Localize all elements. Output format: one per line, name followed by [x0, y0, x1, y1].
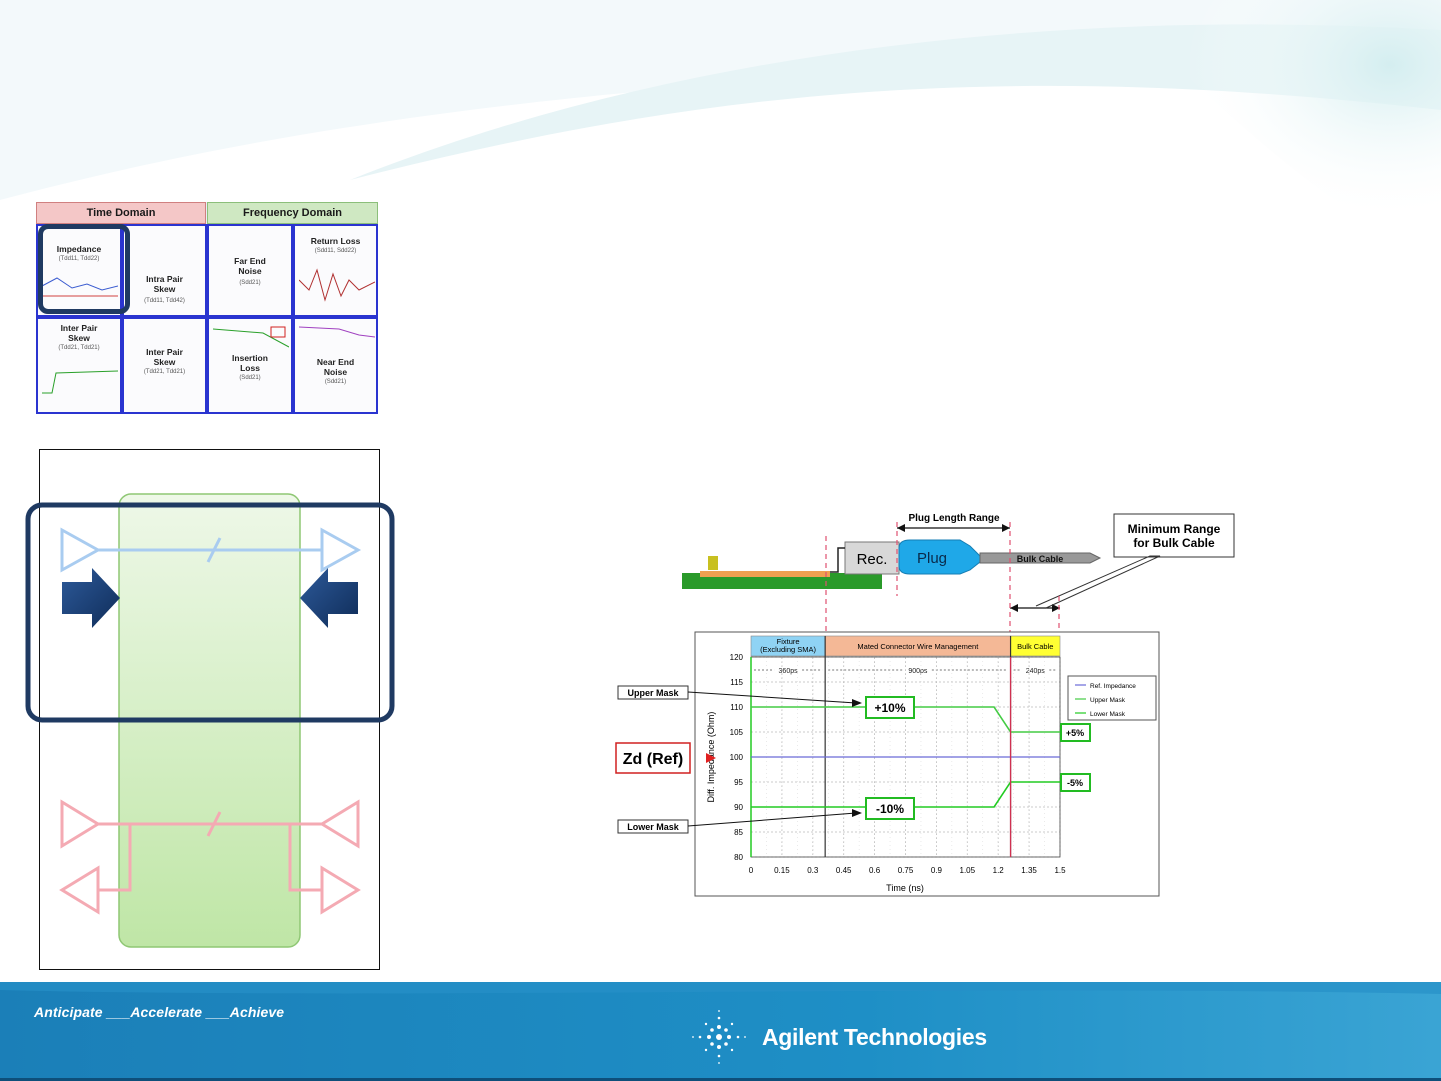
tx-blue-arrows [60, 527, 362, 573]
plus5-annotation: +5% [1066, 728, 1084, 738]
cell-sub: (Sdd21) [239, 280, 261, 286]
bulk-cable-label: Bulk Cable [1017, 554, 1064, 564]
time-domain-header: Time Domain [36, 202, 206, 224]
upper-mask-annotation: Upper Mask [627, 688, 679, 698]
chart-ticks: 0 0.15 0.3 0.45 0.6 0.75 0.9 1.05 1.2 1.35 1.5 80 85… [730, 653, 1066, 875]
cell-title: Intra Pair Skew [146, 274, 183, 294]
cell-sub: (Sdd11, Sdd22) [314, 248, 357, 254]
region-duration-2: 240ps [1026, 668, 1046, 675]
cell-title: Near End Noise [316, 357, 355, 377]
y-tick-label: 110 [730, 703, 743, 712]
cell-title: Impedance [56, 244, 102, 254]
minus5-annotation: -5% [1067, 778, 1083, 788]
x-tick-label: 0.6 [869, 866, 881, 875]
minimum-range-line2: for Bulk Cable [1133, 536, 1215, 550]
chart-annotations: Upper Mask Lower Mask Zd (Ref) +10% -10%… [615, 685, 1091, 834]
cell-title: Far End Noise [234, 256, 266, 276]
y-tick-label: 115 [730, 678, 743, 687]
right-block-arrow [62, 568, 120, 628]
lower-mask-annotation: Lower Mask [627, 822, 680, 832]
cell-sub: (Tdd21, Tdd21) [58, 345, 100, 351]
pcb-trace [700, 571, 830, 577]
insertion-loss-cell: Insertion Loss (Sdd21) [207, 317, 293, 414]
rec-box [844, 541, 900, 575]
return-loss-cell: Return Loss (Sdd11, Sdd22) [293, 224, 378, 317]
x-axis-label: Time (ns) [886, 883, 924, 893]
cell-title: Inter Pair Skew [146, 347, 183, 367]
x-tick-label: 0.3 [807, 866, 819, 875]
minimum-range-line1: Minimum Range [1128, 522, 1221, 536]
rec-label: Rec. [857, 551, 888, 568]
y-tick-label: 95 [734, 778, 743, 787]
y-tick-label: 105 [730, 728, 744, 737]
footer-bar [0, 982, 1441, 1081]
inter-pair-skew-cell-2: Inter Pair Skew (Tdd21, Tdd21) [122, 317, 207, 414]
impedance-highlight [38, 224, 130, 314]
cell-sub: (Sdd21) [324, 379, 347, 385]
legend-upper: Upper Mask [1090, 697, 1126, 704]
x-tick-label: 0.75 [898, 866, 914, 875]
rx-pink-arrows [59, 799, 361, 915]
minimum-range-box [1113, 513, 1235, 558]
x-tick-label: 0.45 [836, 866, 852, 875]
cell-title: Return Loss [310, 236, 361, 246]
region-label-0: Fixture [777, 637, 800, 646]
x-tick-label: 0.15 [774, 866, 790, 875]
cell-sub: (Tdd11, Tdd22) [58, 256, 100, 262]
plug-diagram: Rec. Plug Bulk Cable Plug Length Range M… [682, 513, 1235, 632]
impedance-region-highlight [25, 502, 395, 723]
sma-connector [708, 556, 718, 570]
plus10-annotation: +10% [874, 701, 905, 715]
x-tick-label: 1.5 [1054, 866, 1066, 875]
y-tick-label: 90 [734, 803, 743, 812]
cell-sub: (Tdd11, Tdd42) [144, 298, 185, 304]
region-duration-0: 360ps [779, 668, 799, 675]
impedance-mini-plot [42, 277, 118, 297]
test-matrix-thumbnail: Time Domain Frequency Domain Impedance (… [36, 202, 378, 414]
x-tick-label: 0 [749, 866, 754, 875]
region-label-2: Bulk Cable [1017, 642, 1053, 651]
zd-ref-annotation: Zd (Ref) [623, 751, 683, 768]
inter-pair-skew-cell-1: Inter Pair Skew (Tdd21, Tdd21) [36, 317, 122, 414]
insertion-mini-plot [213, 326, 289, 348]
y-tick-label: 85 [734, 828, 743, 837]
x-tick-label: 1.2 [993, 866, 1005, 875]
intra-pair-skew-cell: Intra Pair Skew (Tdd11, Tdd42) [122, 224, 207, 317]
near-end-mini-plot [299, 326, 375, 338]
plug-length-range-label: Plug Length Range [908, 513, 1000, 524]
near-end-noise-cell: Near End Noise (Sdd21) [293, 317, 378, 414]
x-tick-label: 1.05 [960, 866, 976, 875]
legend-ref: Ref. Impedance [1090, 683, 1136, 690]
region-label-1: Mated Connector Wire Management [857, 642, 979, 651]
y-tick-label: 80 [734, 853, 743, 862]
far-end-noise-cell: Far End Noise (Sdd21) [207, 224, 293, 317]
company-name: Agilent Technologies [762, 1024, 987, 1050]
y-tick-label: 120 [730, 653, 744, 662]
y-tick-label: 100 [730, 753, 744, 762]
cell-sub: (Tdd21, Tdd21) [143, 369, 186, 375]
chart-legend: Ref. Impedance Upper Mask Lower Mask [1067, 675, 1157, 721]
impedance-cell: Impedance (Tdd11, Tdd22) [36, 224, 122, 317]
plug-label: Plug [917, 550, 947, 567]
legend-lower: Lower Mask [1090, 711, 1126, 718]
tagline: Anticipate ___Accelerate ___Achieve [34, 1004, 285, 1020]
x-tick-label: 1.35 [1021, 866, 1037, 875]
cell-title: Inter Pair Skew [60, 323, 98, 343]
background-swoosh [0, 0, 1441, 260]
region-duration-1: 900ps [908, 668, 928, 675]
frequency-domain-header: Frequency Domain [207, 202, 378, 224]
cell-sub: (Sdd21) [239, 375, 261, 381]
agilent-spark-icon [692, 1010, 746, 1064]
return-loss-mini-plot [299, 268, 375, 302]
cell-title: Insertion Loss [232, 353, 268, 373]
region-label-0: (Excluding SMA) [760, 645, 816, 654]
x-tick-label: 0.9 [931, 866, 943, 875]
left-block-arrow [300, 568, 358, 628]
skew-mini-plot [42, 370, 118, 394]
pair-diagram-frame [39, 449, 380, 970]
minus10-annotation: -10% [876, 802, 904, 816]
